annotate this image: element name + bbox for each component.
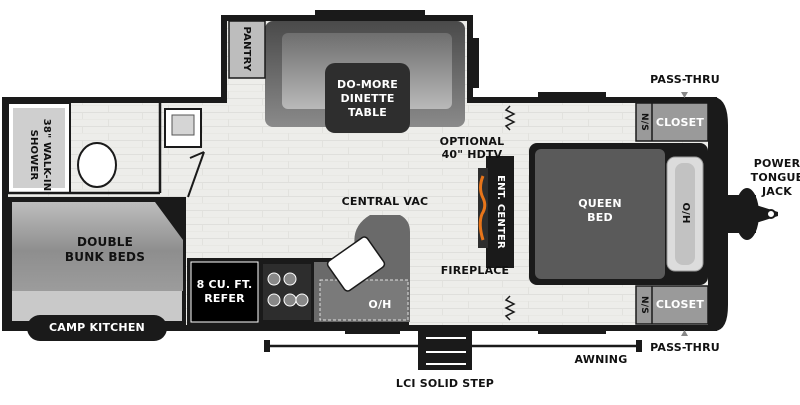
bedroom [529,102,709,325]
dinette-label-line3: TABLE [347,106,388,119]
spring-top [504,105,516,131]
bathroom [7,102,205,198]
entertainment-center [478,156,514,268]
bath-door-stop [189,151,205,159]
awning-end-left [264,340,270,352]
bunk-label: DOUBLE BUNK BEDS [50,235,160,265]
refer-label: 8 CU. FT. REFER [191,278,258,306]
dinette [265,21,465,133]
burner-2 [283,272,297,286]
pass-thru-top-label: PASS-THRU [650,73,720,86]
stove [263,264,311,320]
closet-top-label: CLOSET [655,116,705,129]
refrigerator [190,261,259,323]
ent-center-label: ENT. CENTER [495,175,506,249]
kitchen [187,215,410,325]
slide-markers [504,105,516,321]
burner-1 [267,272,281,286]
bed-pillow [675,163,695,265]
queen-bed-label: QUEEN BED [565,197,635,225]
tongue-jack-body [735,188,759,240]
camp-kitchen-label: CAMP KITCHEN [49,321,145,334]
pantry-label: PANTRY [241,26,252,72]
burner-3 [267,293,281,307]
shower-floor [13,108,65,188]
tongue-jack-label: POWER TONGUE JACK [747,157,800,199]
top-window [315,10,425,16]
hdtv-label: OPTIONAL 40" HDTV [432,135,512,161]
ns-top-label: N/S [639,113,649,131]
tongue-jack [728,188,778,240]
awning-end-right [636,340,642,352]
step [418,326,472,370]
shower-label-line2: SHOWER [28,129,39,181]
dinette-label-line2: DINETTE [340,92,395,105]
refer-label-line1: 8 CU. FT. [196,278,253,291]
hitch-ball [766,209,776,219]
step-frame [418,326,472,370]
oh-bed-label: O/H [680,202,691,224]
pass-thru-top-arrow [681,92,688,98]
queen-bed-label-line2: BED [587,211,613,224]
closet-bottom [635,285,709,325]
slideout-window [473,38,479,88]
bunk-label-line1: DOUBLE [76,235,134,249]
pass-thru-bottom-arrow [681,330,688,336]
bunk-label-line2: BUNK BEDS [64,250,146,264]
burner-4 [283,293,297,307]
kitchen-sink [326,236,386,292]
bottom-window-bed [538,328,606,334]
shower-label-line1: 38" WALK-IN [41,118,52,192]
closet-top [635,102,709,142]
bottom-window-kitchen [345,328,400,334]
central-vac-label: CENTRAL VAC [341,195,429,208]
camp-kitchen-box [27,315,167,341]
queen-bed-label-line1: QUEEN [578,197,622,210]
dinette-label-line1: DO-MORE [337,78,398,91]
pantry [228,20,266,79]
shower-label: 38" WALK-IN SHOWER [25,110,53,200]
top-window-bed [538,92,606,98]
bath-door [187,151,205,198]
tongue-jack-label-line3: JACK [761,185,792,198]
dinette-table [325,63,410,133]
hdtv-label-line2: 40" HDTV [441,148,503,161]
bunk-mattress [12,202,183,291]
toilet [77,142,117,188]
closet-bottom-label: CLOSET [655,298,705,311]
awning-label: AWNING [574,353,628,366]
refer-label-line2: REFER [204,292,245,305]
pass-thru-bottom-label: PASS-THRU [650,341,720,354]
fireplace-label: FIREPLACE [440,264,510,277]
hdtv-label-line1: OPTIONAL [439,135,505,148]
fireplace-flame [478,175,487,241]
ent-center-cabinet [486,156,514,268]
dinette-label: DO-MORE DINETTE TABLE [325,78,410,120]
front-cap [705,97,728,331]
step-label: LCI SOLID STEP [395,377,495,390]
oh-sink-label: O/H [368,298,392,311]
burner-5 [295,293,309,307]
spring-bottom [504,295,516,321]
bath-basin [171,114,195,136]
queen-mattress [535,149,665,279]
tongue-jack-label-line1: POWER [753,157,800,170]
ns-bottom-label: N/S [639,296,649,314]
bunk-area [8,197,186,341]
tongue-jack-label-line2: TONGUE [750,171,800,184]
overhead-cabinet [319,279,409,321]
